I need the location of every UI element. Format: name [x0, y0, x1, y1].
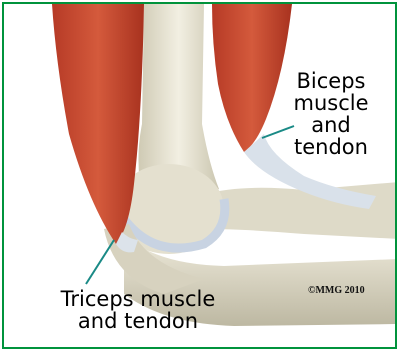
- triceps-label-line-1: Triceps muscle: [38, 288, 238, 310]
- triceps-leader-line: [86, 240, 114, 284]
- biceps-label-line-2: muscle: [289, 92, 373, 114]
- triceps-label: Triceps muscle and tendon: [38, 288, 238, 332]
- biceps-label-line-4: tendon: [289, 136, 373, 158]
- biceps-muscle: [212, 4, 292, 152]
- biceps-label: Biceps muscle and tendon: [289, 70, 373, 158]
- triceps-label-line-2: and tendon: [38, 310, 238, 332]
- biceps-label-line-3: and: [289, 114, 373, 136]
- biceps-label-line-1: Biceps: [289, 70, 373, 92]
- copyright-notice: ©MMG 2010: [308, 285, 365, 296]
- triceps-muscle: [52, 4, 144, 244]
